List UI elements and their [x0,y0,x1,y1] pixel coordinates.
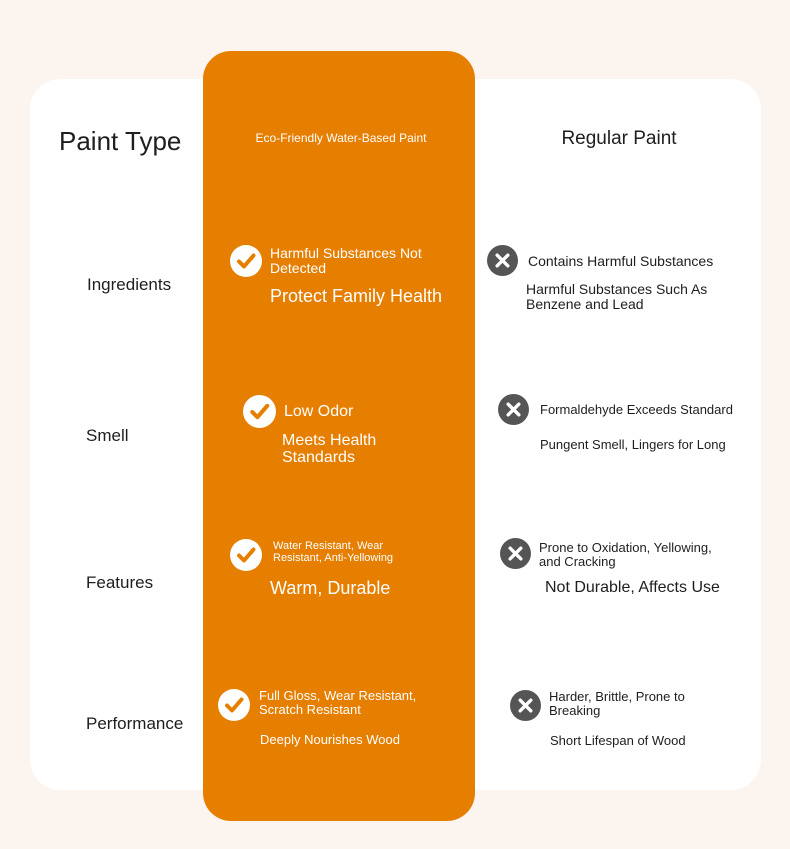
check-circle-icon [218,689,250,721]
eco-column-highlight [203,51,475,821]
regular-primary-performance: Harder, Brittle, Prone to Breaking [549,689,685,718]
x-circle-icon [500,538,531,569]
row-label-performance: Performance [86,714,184,733]
regular-column-header: Regular Paint [561,128,677,149]
eco-secondary-features: Warm, Durable [270,578,391,598]
x-circle-icon [510,690,541,721]
row-label-ingredients: Ingredients [87,275,172,294]
eco-primary-features: Water Resistant, Wear Resistant, Anti-Ye… [273,540,394,564]
page-title: Paint Type [59,126,182,156]
regular-secondary-performance: Short Lifespan of Wood [550,733,686,748]
x-circle-icon [487,245,518,276]
check-circle-icon [243,395,276,428]
regular-primary-ingredients: Contains Harmful Substances [528,253,714,269]
eco-secondary-performance: Deeply Nourishes Wood [260,732,400,747]
eco-primary-ingredients: Harmful Substances Not Detected [270,245,422,276]
row-label-features: Features [86,573,154,592]
regular-secondary-features: Not Durable, Affects Use [545,579,720,596]
eco-primary-smell: Low Odor [284,403,354,420]
regular-secondary-ingredients: Harmful Substances Such As Benzene and L… [526,281,708,312]
row-label-smell: Smell [86,426,129,445]
regular-primary-smell: Formaldehyde Exceeds Standard [540,402,733,417]
eco-secondary-smell: Meets Health Standards [282,432,377,466]
eco-column-header: Eco-Friendly Water-Based Paint [255,131,427,145]
check-circle-icon [230,245,262,277]
eco-primary-performance: Full Gloss, Wear Resistant, Scratch Resi… [259,688,417,717]
check-circle-icon [230,539,262,571]
x-circle-icon [498,394,529,425]
regular-primary-features: Prone to Oxidation, Yellowing, and Crack… [539,540,712,569]
eco-secondary-ingredients: Protect Family Health [270,286,443,306]
regular-secondary-smell: Pungent Smell, Lingers for Long [540,437,726,452]
